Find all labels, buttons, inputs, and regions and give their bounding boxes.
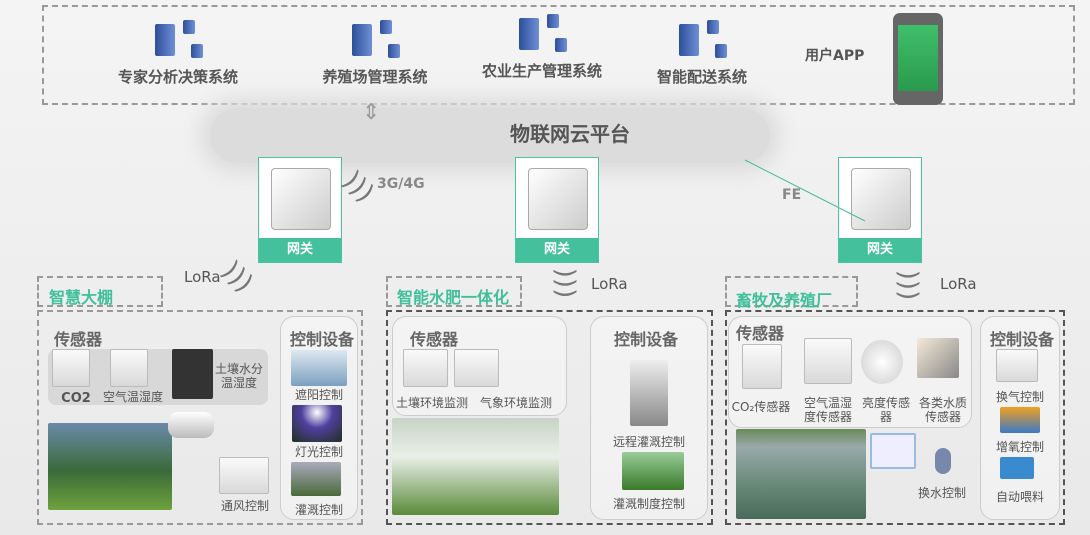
control-label: 灌溉控制 <box>294 503 343 517</box>
control-label: 遮阳控制 <box>294 388 343 402</box>
sprinkler-field-image <box>392 418 559 515</box>
system-delivery[interactable]: 智能配送系统 <box>622 20 782 87</box>
water-valve-image <box>935 448 951 474</box>
lora-label-3: LoRa <box>940 275 977 293</box>
server-icon <box>340 20 410 60</box>
livestock-title-box <box>725 276 858 307</box>
wireless-icon: ))) <box>550 267 581 299</box>
system-farm[interactable]: 养殖场管理系统 <box>295 20 455 87</box>
control-label: 换气控制 <box>995 390 1044 404</box>
wireless-icon: ))) <box>215 255 259 299</box>
wireless-icon: ))) <box>893 269 924 301</box>
control-label: 增氧控制 <box>995 440 1044 454</box>
sensors-heading: 传感器 <box>410 330 459 349</box>
fertigation-panel <box>386 310 713 525</box>
valve-image <box>630 360 668 426</box>
control-label: 灯光控制 <box>294 445 343 459</box>
co2-sensor-image <box>52 349 90 387</box>
gateway-2[interactable]: 网关 <box>515 157 599 263</box>
shade-image <box>291 350 347 386</box>
cloud-label: 物联网云平台 <box>510 122 630 146</box>
water-control-label: 换水控制 <box>917 486 966 500</box>
solar-station-image <box>870 433 916 469</box>
greenhouse-title: 智慧大棚 <box>49 288 114 307</box>
soil-monitor-image <box>403 349 448 387</box>
sensor-label: 各类水质传感器 <box>918 396 967 424</box>
aerator-image <box>1000 407 1040 433</box>
phone-icon[interactable] <box>893 13 943 105</box>
fertigation-title: 智能水肥一体化 <box>397 288 510 307</box>
gateway-3[interactable]: 网关 <box>838 157 922 263</box>
livestock-panel <box>725 310 1065 525</box>
cloud-shape <box>210 108 770 163</box>
server-icon <box>667 20 737 60</box>
irrigation-schedule-image <box>622 452 684 490</box>
wireless-icon: ))) <box>336 165 380 209</box>
sensor-label: 空气温湿度 <box>102 390 163 404</box>
server-icon <box>143 20 213 60</box>
weather-monitor-image <box>454 349 499 387</box>
camera-icon <box>168 412 214 438</box>
light-sensor-image <box>861 340 903 384</box>
fe-link-line <box>744 159 866 222</box>
sensor-label: 土壤环境监测 <box>395 396 468 410</box>
server-icon <box>507 14 577 54</box>
greenhouse-title-box <box>37 276 163 307</box>
sensor-label: 亮度传感器 <box>861 396 910 424</box>
controls-heading: 控制设备 <box>290 330 355 349</box>
sensor-label: 土壤水分温湿度 <box>214 362 263 390</box>
water-sensor-image <box>917 338 959 378</box>
fan-image <box>219 457 269 494</box>
app-label: 用户APP <box>805 48 865 64</box>
fertigation-title-box <box>386 276 522 307</box>
control-label: 灌溉制度控制 <box>612 497 685 511</box>
double-arrow-icon: ⇕ <box>362 100 381 125</box>
irrigation-image <box>291 462 341 496</box>
air-sensor-image <box>804 338 852 384</box>
sensors-heading: 传感器 <box>736 324 785 343</box>
air-sensor-image <box>110 349 148 387</box>
livestock-title: 畜牧及养殖厂 <box>736 291 833 310</box>
greenhouse-image <box>48 423 172 510</box>
gateway-1[interactable]: 网关 <box>258 157 342 263</box>
control-label: 自动喂料 <box>995 490 1044 504</box>
sensor-label: CO2 <box>61 391 91 406</box>
soil-sensor-image <box>172 349 213 399</box>
ventilation-image <box>996 349 1038 382</box>
control-label: 远程灌溉控制 <box>612 435 685 449</box>
fish-pond-image <box>736 429 866 519</box>
light-image <box>292 405 342 442</box>
feeder-image <box>1000 457 1034 479</box>
system-agri[interactable]: 农业生产管理系统 <box>462 14 622 81</box>
sensors-heading: 传感器 <box>54 330 103 349</box>
fe-label: FE <box>782 187 802 203</box>
sensor-label: CO₂传感器 <box>731 400 791 414</box>
3g4g-label: 3G/4G <box>377 176 425 192</box>
controls-heading: 控制设备 <box>614 330 679 349</box>
fan-label: 通风控制 <box>220 499 269 513</box>
controls-heading: 控制设备 <box>990 330 1055 349</box>
sensor-label: 空气温湿度传感器 <box>803 396 852 424</box>
co2-sensor-image <box>742 344 782 389</box>
system-expert[interactable]: 专家分析决策系统 <box>98 20 258 87</box>
lora-label-2: LoRa <box>591 275 628 293</box>
systems-panel <box>42 5 1075 105</box>
lora-label-1: LoRa <box>184 268 221 286</box>
sensor-label: 气象环境监测 <box>479 396 552 410</box>
greenhouse-panel <box>37 310 363 525</box>
